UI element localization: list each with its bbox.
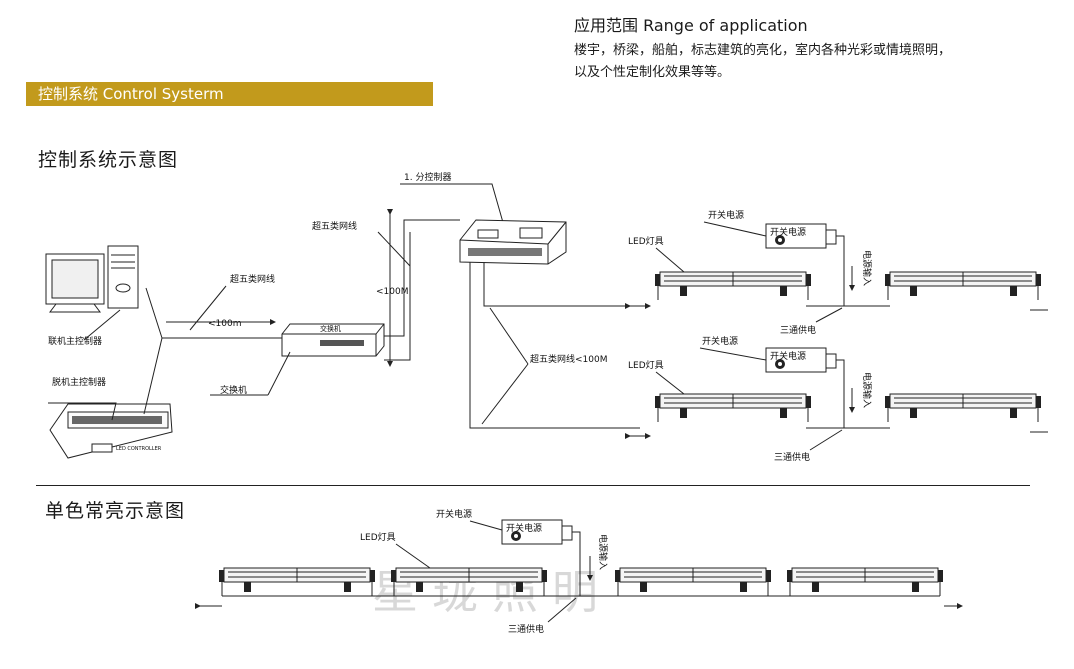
switch-label: 交换机	[220, 384, 247, 396]
led-fixture-1	[654, 271, 812, 301]
psu-label-2: 开关电源	[702, 335, 738, 347]
range-description: 楼宇，桥梁，船舶，标志建筑的亮化，室内各种光彩或情境照明， 以及个性定制化效果等…	[574, 40, 1054, 84]
distance-100m-v: <100M	[376, 287, 408, 297]
led-fixture-label-2: LED灯具	[628, 360, 664, 371]
mono-fixture-1	[218, 567, 376, 597]
network-switch: 交换机	[281, 323, 385, 357]
range-line-2: 以及个性定制化效果等等。	[574, 65, 731, 80]
mono-fixture-2	[390, 567, 548, 597]
power-in-label-2: 电源输入	[861, 372, 873, 408]
switch-box-text: 交换机	[320, 324, 341, 333]
mono-fixture-3	[614, 567, 772, 597]
psu-label-1: 开关电源	[708, 209, 744, 221]
mono-psu-box: 开关电源	[506, 522, 542, 534]
mono-led-fixture-label: LED灯具	[360, 532, 396, 543]
control-system-section-bar: 控制系统 Control Systerm	[26, 82, 433, 106]
mono-diagram-heading: 单色常亮示意图	[45, 500, 186, 522]
psu-box-2: 开关电源	[770, 350, 806, 362]
cat5-top-label: 超五类网线	[312, 220, 357, 232]
mono-power-in-label: 电源输入	[597, 534, 609, 570]
mono-tee-label: 三通供电	[508, 623, 544, 635]
online-master-label: 联机主控制器	[48, 335, 102, 347]
distance-100m-h: <100m	[208, 319, 242, 329]
cat5-bottom-label: 超五类网线<100M	[530, 353, 608, 365]
led-fixture-label-1: LED灯具	[628, 236, 664, 247]
range-title: 应用范围 Range of application	[574, 16, 808, 35]
led-fixture-2	[884, 271, 1042, 301]
section-divider	[36, 485, 1030, 486]
mono-fixture-4	[786, 567, 944, 597]
cat5-left-label: 超五类网线	[230, 273, 275, 285]
tee-label-2: 三通供电	[774, 451, 810, 463]
led-fixture-4	[884, 393, 1042, 423]
offline-master-label: 脱机主控制器	[52, 376, 106, 388]
mono-psu-label: 开关电源	[436, 508, 472, 520]
sub-controller-device	[459, 219, 567, 265]
offline-controller-device: LED CONTROLLER	[49, 403, 173, 459]
offline-device-text: LED CONTROLLER	[116, 446, 162, 452]
psu-box-1: 开关电源	[770, 226, 806, 238]
tee-label-1: 三通供电	[780, 324, 816, 336]
system-diagram-heading: 控制系统示意图	[38, 149, 179, 171]
power-in-label-1: 电源输入	[861, 250, 873, 286]
sub-controller-label: 1. 分控制器	[404, 171, 451, 183]
computer-icon	[45, 245, 139, 313]
led-fixture-3	[654, 393, 812, 423]
range-line-1: 楼宇，桥梁，船舶，标志建筑的亮化，室内各种光彩或情境照明，	[574, 43, 952, 58]
